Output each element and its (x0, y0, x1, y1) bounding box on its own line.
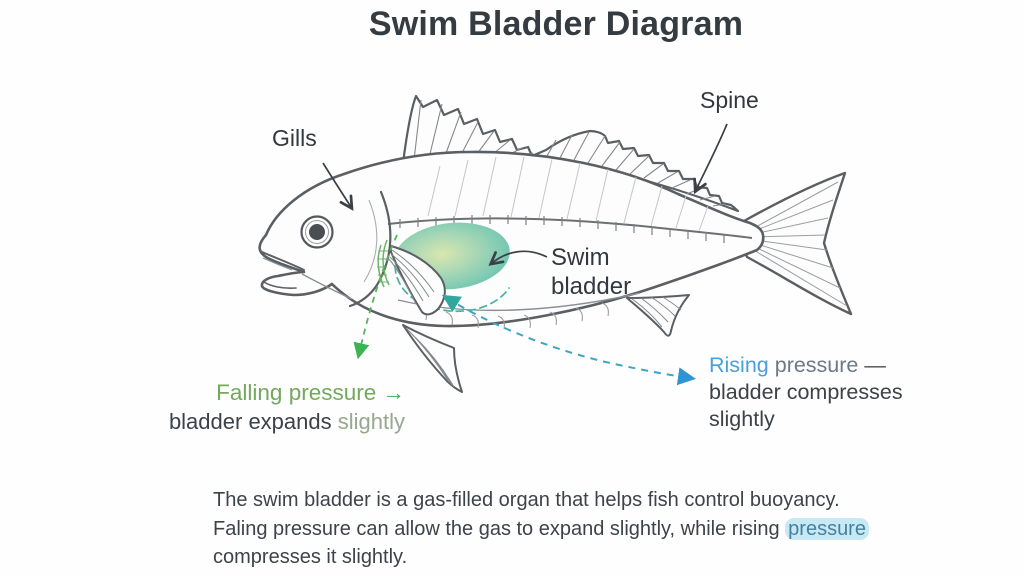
page-title: Swim Bladder Diagram (368, 5, 744, 43)
fish-mouth (261, 251, 305, 289)
fish-eye (300, 215, 334, 249)
falling-pressure-annotation: Falling pressure → bladder expands sligh… (150, 380, 405, 435)
rising-pressure-subtext-line2: slightly (709, 407, 775, 431)
falling-pressure-dashed-arrow-icon (353, 234, 398, 360)
caption-line1: The swim bladder is a gas-filled organ t… (213, 489, 840, 511)
fish-pelvic-fin (402, 324, 463, 393)
caption-line2-text: Faling pressure can allow the gas to exp… (213, 517, 786, 540)
caption-line2: Faling pressure can allow the gas to exp… (213, 515, 869, 544)
fish-tail-fin (741, 171, 853, 316)
caption-line3: compresses it slightly. (213, 546, 408, 568)
rising-pressure-subtext-line1: bladder compresses (709, 380, 903, 404)
spine-arrow-icon (693, 123, 728, 195)
fish-anal-fin (626, 294, 690, 337)
caption-paragraph: The swim bladder is a gas-filled organ t… (213, 486, 869, 572)
gills-label: Gills (272, 125, 317, 151)
fish-spine-line (387, 215, 753, 243)
falling-pressure-text: Falling pressure (216, 380, 377, 405)
pressure-word-text: pressure (774, 353, 859, 377)
rising-word-text: Rising (709, 353, 769, 377)
swim-bladder-arrow-icon (488, 250, 548, 266)
swim-bladder-label-line1: Swim (551, 244, 610, 271)
rising-pressure-annotation: Rising pressure — bladder compresses sli… (709, 352, 903, 433)
falling-sub-light-text: slightly (337, 409, 405, 434)
fish-pectoral-fin (388, 245, 446, 316)
spine-label: Spine (700, 87, 759, 113)
gills-arrow-icon (322, 162, 354, 211)
em-dash-glyph-icon: — (864, 353, 886, 377)
gill-filaments (377, 239, 390, 288)
fish-body (258, 150, 765, 330)
falling-sub-dark-text: bladder expands (168, 409, 332, 434)
swim-bladder-label-line2: bladder (551, 273, 632, 300)
right-arrow-glyph-icon: → (382, 380, 406, 405)
rising-pressure-heading: Rising pressure — (709, 352, 903, 379)
falling-pressure-heading: Falling pressure → (150, 380, 405, 406)
caption-highlighted-word: pressure (785, 517, 869, 540)
swim-bladder-label: Swim bladder (551, 243, 631, 301)
falling-pressure-subtext: bladder expands slightly (150, 409, 405, 435)
rising-pressure-dashed-arrow-icon (441, 294, 696, 386)
